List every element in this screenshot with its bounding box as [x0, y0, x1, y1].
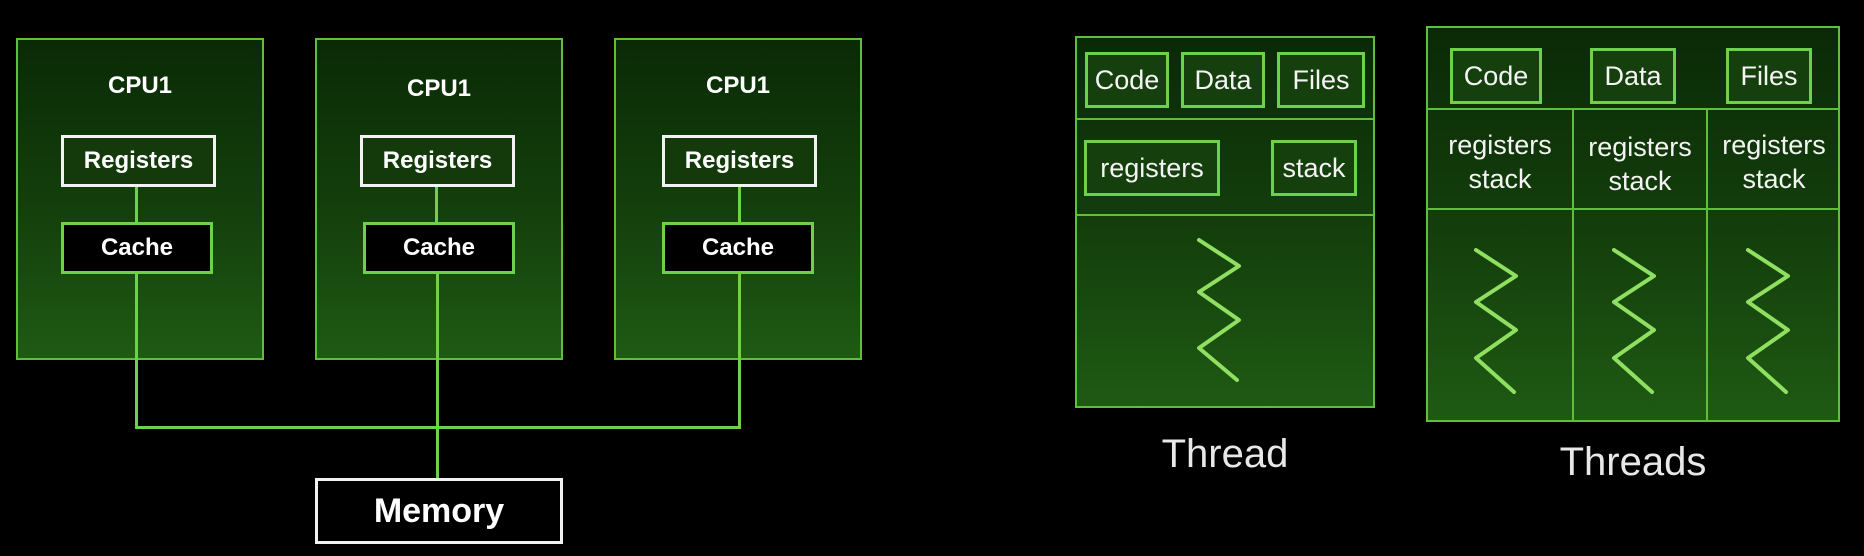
divider-mid-multi [1426, 208, 1840, 210]
code-box-multi: Code [1450, 48, 1542, 104]
code-box: Code [1085, 52, 1169, 108]
cpu-label-3: CPU1 [705, 72, 771, 99]
bus-horizontal [135, 426, 741, 429]
thread-caption: Thread [1161, 432, 1289, 476]
divider-top-multi [1426, 108, 1840, 110]
cache-box-1: Cache [61, 222, 213, 274]
divider-bottom [1075, 214, 1375, 216]
connector-reg-cache-1 [135, 187, 138, 222]
stack-label-2: stack [1608, 166, 1672, 196]
stack-label-1: stack [1468, 164, 1532, 194]
registers-box-2: Registers [360, 135, 515, 187]
thread-squiggle-icon-2 [1612, 248, 1656, 394]
registers-box-3: Registers [662, 135, 817, 187]
connector-reg-cache-3 [738, 187, 741, 222]
threads-caption: Threads [1559, 440, 1707, 484]
files-box-multi: Files [1726, 48, 1812, 104]
connector-reg-cache-2 [435, 187, 438, 222]
memory-box: Memory [315, 478, 563, 544]
column-divider-1 [1572, 108, 1574, 422]
divider-top [1075, 118, 1375, 120]
thread-squiggle-icon [1197, 238, 1241, 382]
stack-box: stack [1271, 140, 1357, 196]
cache-box-3: Cache [662, 222, 814, 274]
files-box: Files [1277, 52, 1365, 108]
registers-box: registers [1084, 140, 1220, 196]
cpu-label-2: CPU1 [406, 75, 472, 102]
cpu-label-1: CPU1 [107, 72, 173, 99]
data-box-multi: Data [1590, 48, 1676, 104]
cpu-panel-1 [16, 38, 264, 360]
bus-down-2 [436, 274, 439, 478]
thread-squiggle-icon-3 [1746, 248, 1790, 394]
cpu-panel-2 [315, 38, 563, 360]
registers-label-2: registers [1588, 132, 1692, 162]
bus-down-3 [738, 274, 741, 429]
registers-box-1: Registers [61, 135, 216, 187]
registers-label-3: registers [1722, 130, 1826, 160]
stack-label-3: stack [1742, 164, 1806, 194]
column-divider-2 [1706, 108, 1708, 422]
data-box: Data [1181, 52, 1265, 108]
thread-column-1: registers stack [1428, 128, 1572, 196]
cache-box-2: Cache [363, 222, 515, 274]
thread-column-2: registers stack [1574, 130, 1706, 198]
registers-label-1: registers [1448, 130, 1552, 160]
bus-down-1 [135, 274, 138, 429]
thread-column-3: registers stack [1708, 128, 1840, 196]
thread-squiggle-icon-1 [1474, 248, 1518, 394]
